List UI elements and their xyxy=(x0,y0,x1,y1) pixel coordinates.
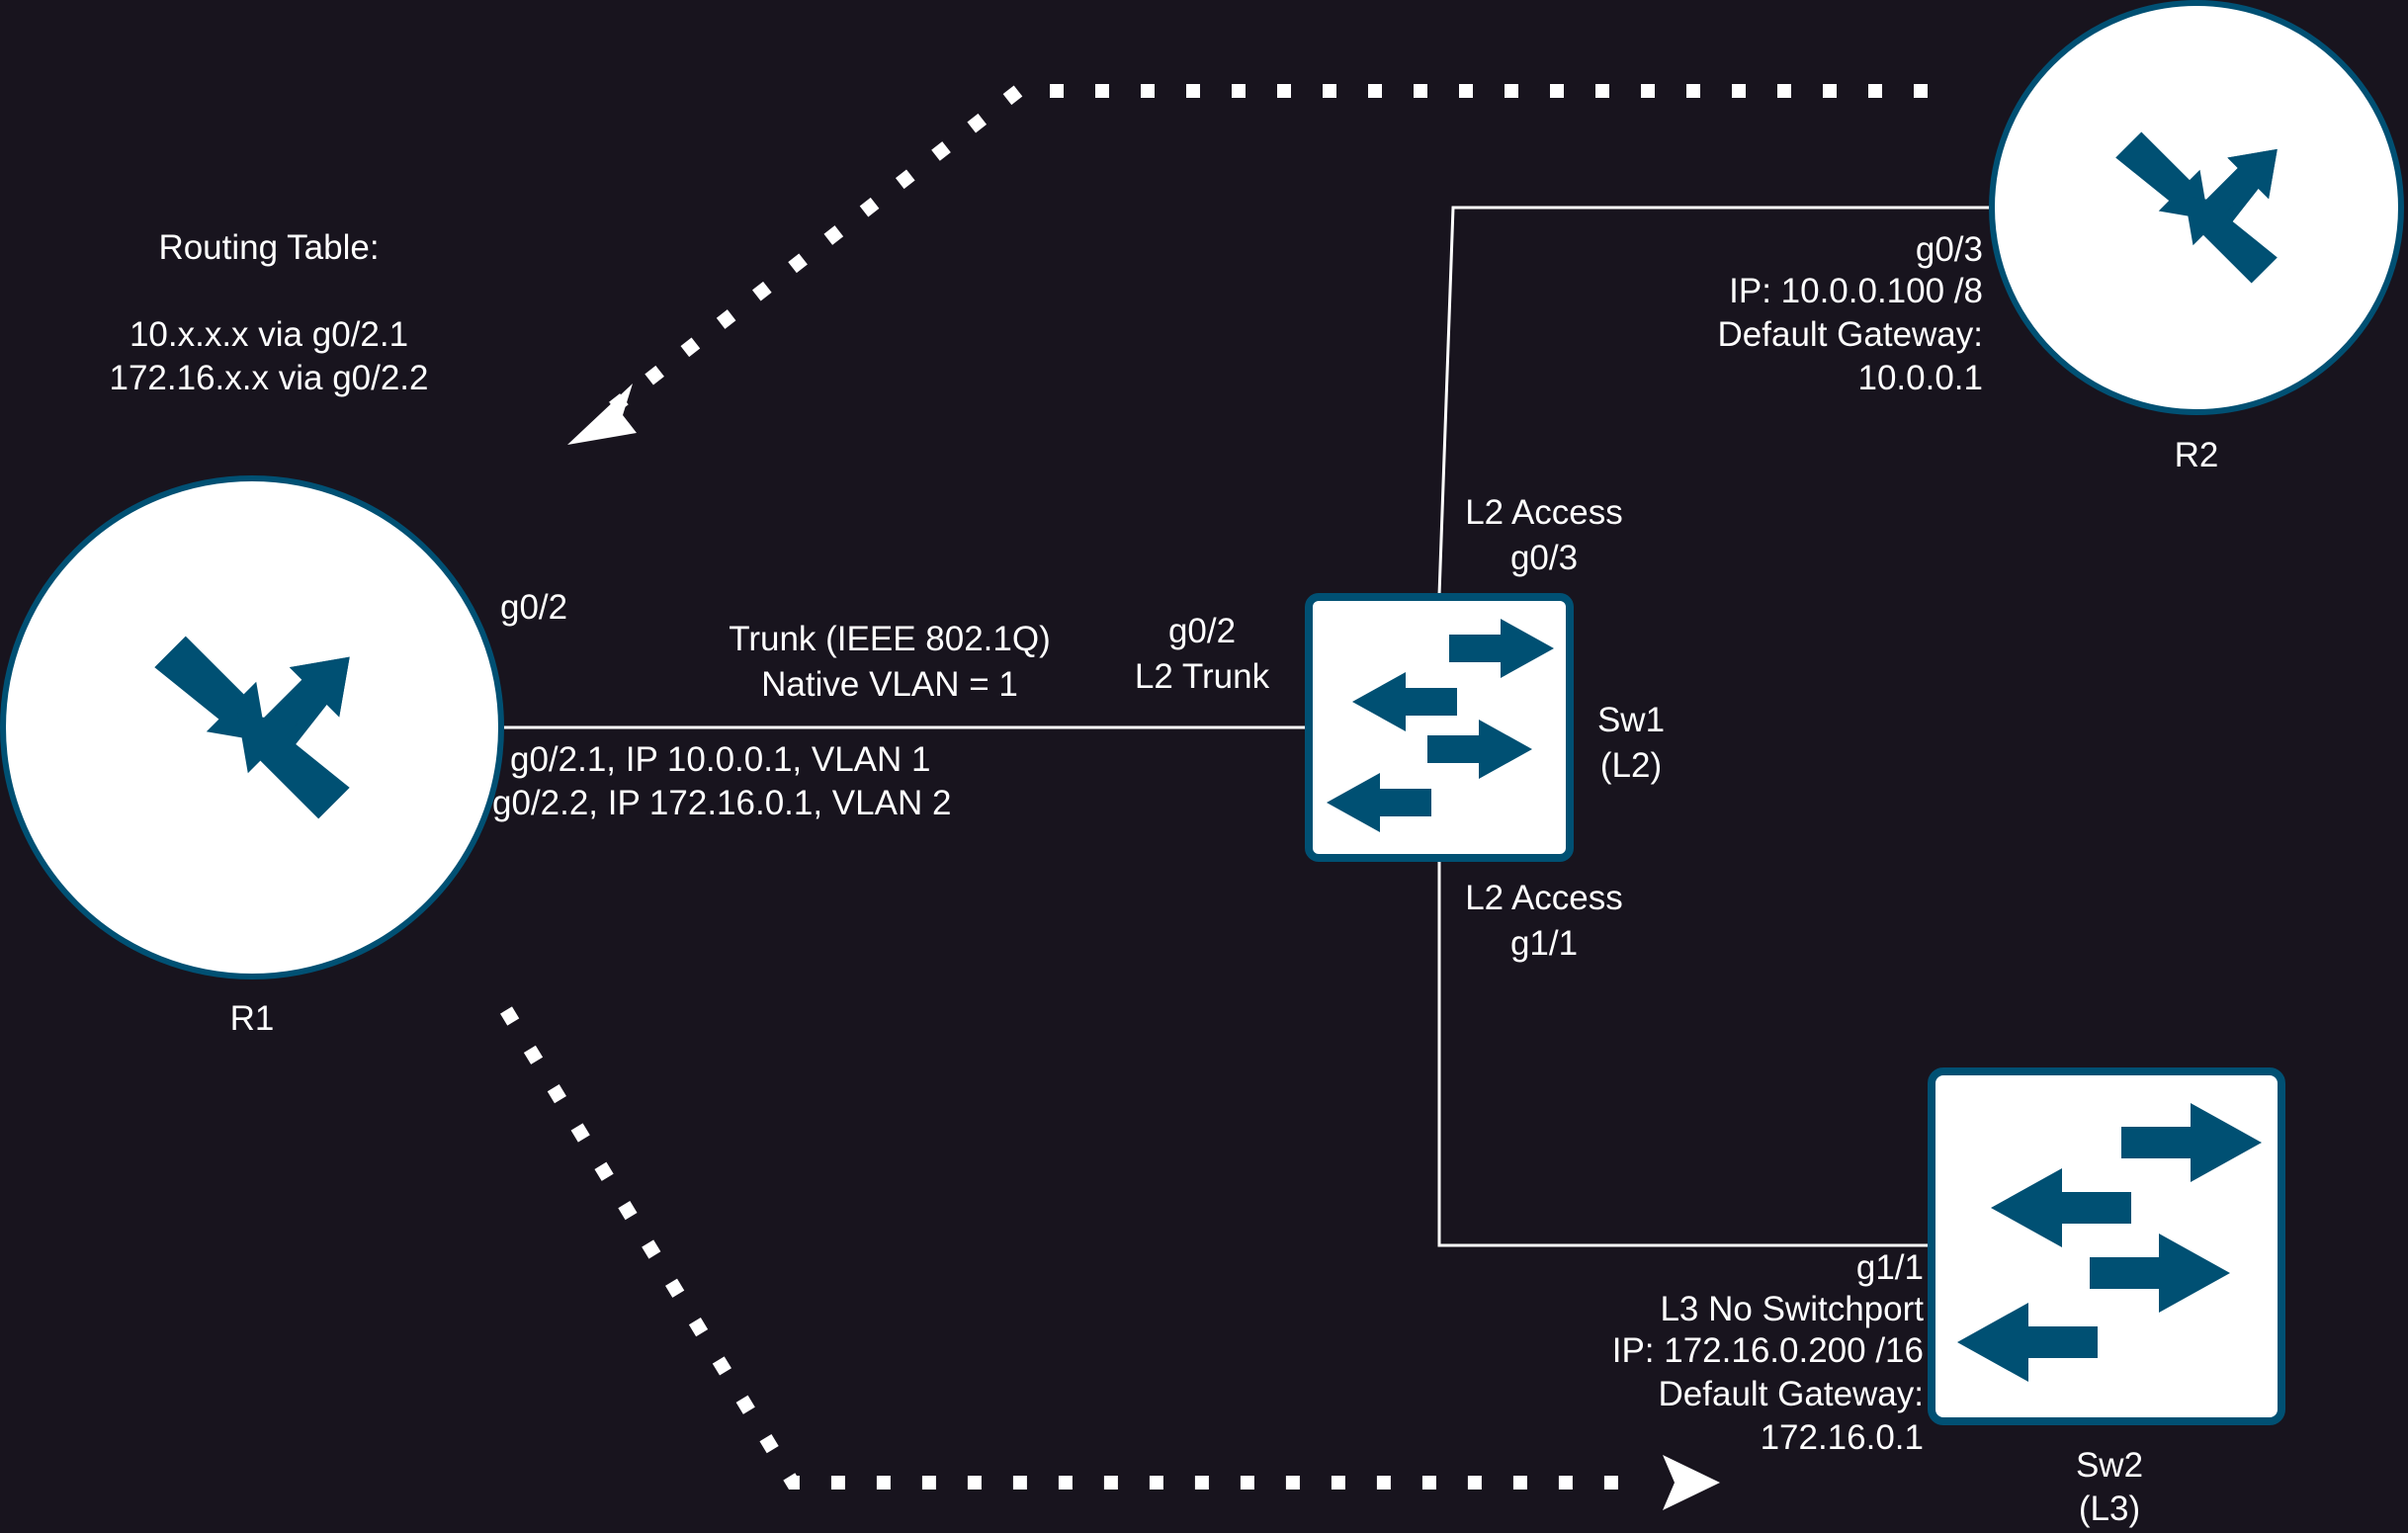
r2-port-line: 10.0.0.1 xyxy=(1858,359,1984,397)
sw2-label-line1: Sw2 xyxy=(2076,1446,2143,1485)
sw1-upper-port-line1: L2 Access xyxy=(1465,493,1623,532)
arrowhead-icon xyxy=(567,383,637,445)
trunk-label-line1: Trunk (IEEE 802.1Q) xyxy=(729,620,1051,658)
access-link-r2 xyxy=(1437,206,1991,596)
sw2-port-line: L3 No Switchport xyxy=(1660,1290,1924,1328)
dotted-arrow-icon xyxy=(596,84,1928,423)
routing-table-entry: 10.x.x.x via g0/2.1 xyxy=(129,315,408,354)
router-r2[interactable] xyxy=(1989,0,2404,415)
sw2-port-line: IP: 172.16.0.200 /16 xyxy=(1612,1331,1924,1370)
sw1-label-line2: (L2) xyxy=(1600,746,1662,785)
r1-port-name: g0/2 xyxy=(500,588,567,627)
sw2-port-info: g1/1 L3 No Switchport IP: 172.16.0.200 /… xyxy=(1612,1248,1925,1457)
switch-arrows-icon xyxy=(1327,619,1554,832)
r1-subinterface: g0/2.2, IP 172.16.0.1, VLAN 2 xyxy=(492,784,951,822)
switch-sw1[interactable] xyxy=(1305,593,1574,862)
sw2-port-line: g1/1 xyxy=(1856,1248,1924,1287)
router-r1[interactable] xyxy=(0,475,504,979)
routing-table-title: Routing Table: xyxy=(158,228,379,267)
sw2-port-line: 172.16.0.1 xyxy=(1761,1418,1924,1457)
r2-port-info: g0/3 IP: 10.0.0.100 /8 Default Gateway: … xyxy=(1718,230,1983,397)
trunk-label-line2: Native VLAN = 1 xyxy=(761,665,1018,704)
flow-from-r1-to-sw2 xyxy=(500,1006,1720,1510)
sw2-port-line: Default Gateway: xyxy=(1659,1375,1924,1413)
flow-from-r2-to-r1 xyxy=(567,84,1928,445)
r2-port-line: Default Gateway: xyxy=(1718,315,1983,354)
r1-subinterface: g0/2.1, IP 10.0.0.1, VLAN 1 xyxy=(510,740,931,779)
access-link-sw2 xyxy=(1437,860,1932,1247)
arrowhead-icon xyxy=(1663,1455,1720,1510)
sw1-lower-port-line1: L2 Access xyxy=(1465,879,1623,917)
sw2-label-line2: (L3) xyxy=(2079,1490,2140,1528)
sw1-trunk-port-line1: g0/2 xyxy=(1168,612,1236,650)
r2-label: R2 xyxy=(2175,436,2219,474)
r1-label: R1 xyxy=(230,999,275,1038)
switch-arrows-icon xyxy=(1957,1103,2262,1382)
switch-sw2[interactable] xyxy=(1928,1067,2285,1425)
routing-table: Routing Table: 10.x.x.x via g0/2.1 172.1… xyxy=(110,228,429,397)
sw1-lower-port-line2: g1/1 xyxy=(1510,924,1578,963)
switch-icon xyxy=(1928,1067,2285,1425)
sw1-upper-port-line2: g0/3 xyxy=(1510,539,1578,577)
dotted-arrow-icon xyxy=(500,1006,1645,1490)
r2-port-line: g0/3 xyxy=(1916,230,1983,269)
r2-port-line: IP: 10.0.0.100 /8 xyxy=(1729,272,1983,310)
sw1-trunk-port-line2: L2 Trunk xyxy=(1135,657,1270,696)
routing-table-entry: 172.16.x.x via g0/2.2 xyxy=(110,359,429,397)
sw1-label-line1: Sw1 xyxy=(1597,701,1665,739)
